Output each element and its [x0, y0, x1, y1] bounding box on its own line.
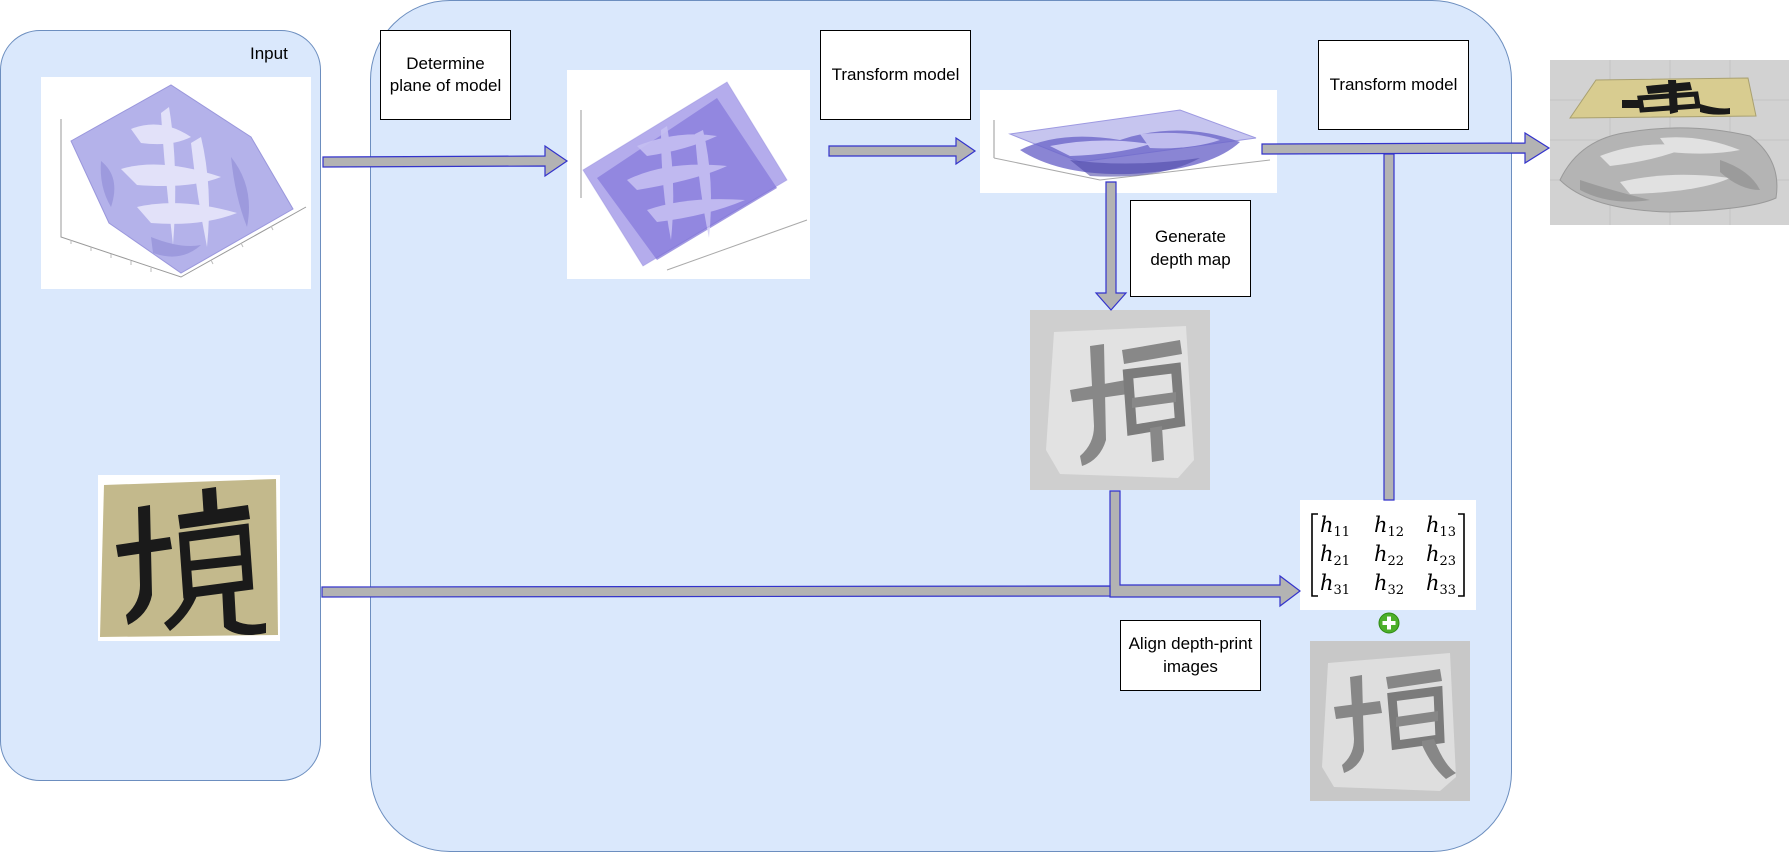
matrix-h12: h12	[1374, 513, 1404, 540]
homography-matrix: h11 h12 h13 h21 h22 h23 h31 h32 h33	[1300, 500, 1476, 610]
transformed-model-image	[980, 90, 1277, 193]
matrix-h33: h33	[1426, 571, 1456, 598]
matrix-h13: h13	[1426, 513, 1456, 540]
matrix-h11: h11	[1320, 513, 1350, 540]
depth-map-image	[1030, 310, 1210, 490]
matrix-h21: h21	[1320, 542, 1350, 569]
output-3d-render-image	[1550, 60, 1789, 225]
transform-model-step-2: Transform model	[1318, 40, 1469, 130]
determine-plane-step: Determine plane of model	[380, 30, 511, 120]
transform-model-step-1: Transform model	[820, 30, 971, 120]
plane-fitting-image	[567, 70, 810, 279]
input-panel-title: Input	[250, 44, 288, 63]
matrix-h23: h23	[1426, 542, 1456, 569]
aligned-depth-image	[1310, 641, 1470, 801]
generate-depth-map-step: Generate depth map	[1130, 200, 1251, 297]
input-3d-model-image	[41, 77, 311, 289]
plus-circle-icon	[1378, 612, 1400, 634]
matrix-h31: h31	[1320, 571, 1350, 598]
input-print-image	[98, 475, 280, 641]
matrix-h22: h22	[1374, 542, 1404, 569]
matrix-h32: h32	[1374, 571, 1404, 598]
align-depth-print-step: Align depth-print images	[1120, 620, 1261, 691]
